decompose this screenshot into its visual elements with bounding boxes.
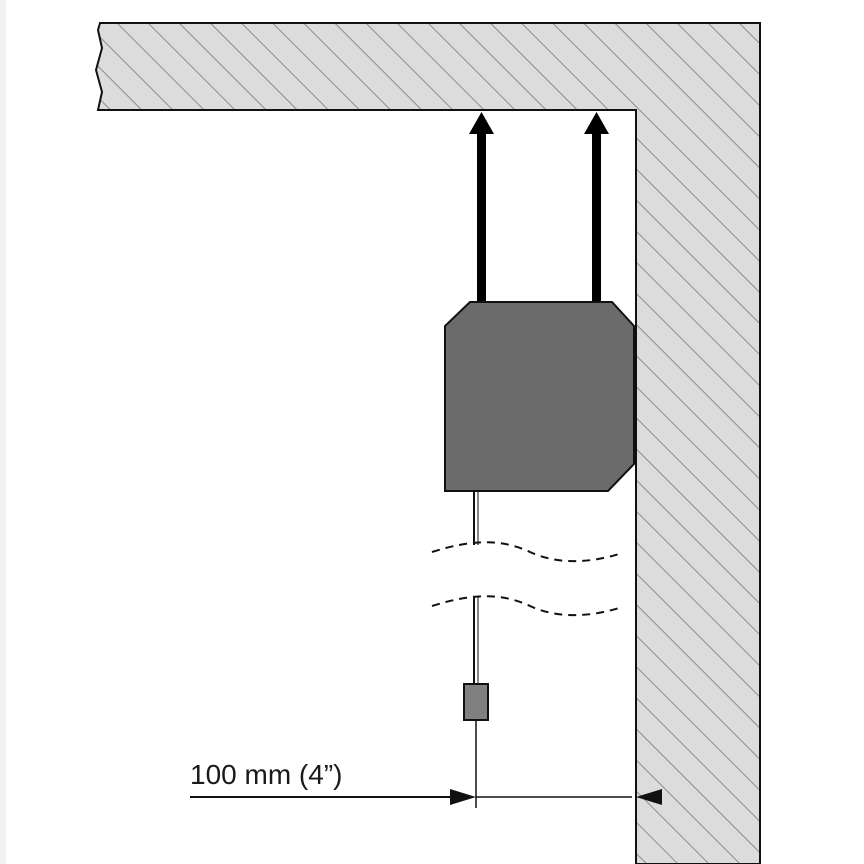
- arrow-head-right: [584, 112, 609, 134]
- ceiling-and-wall: [94, 22, 761, 864]
- sensor-cable: [473, 491, 479, 808]
- mounting-arrows: [469, 112, 609, 302]
- arrow-shaft-left: [477, 132, 486, 302]
- break-line-upper: [431, 541, 623, 563]
- heater-unit-body: [444, 301, 635, 492]
- arrow-head-left: [469, 112, 494, 134]
- arrow-shaft-right: [592, 132, 601, 302]
- dimension-arrow-left: [450, 789, 476, 805]
- break-line-lower: [431, 595, 623, 617]
- page-edge: [0, 0, 6, 864]
- dimension-arrow-right: [636, 789, 662, 805]
- temperature-sensor: [463, 683, 489, 721]
- dimension-label: 100 mm (4”): [190, 759, 342, 790]
- dimension-line: 100 mm (4”): [190, 759, 662, 805]
